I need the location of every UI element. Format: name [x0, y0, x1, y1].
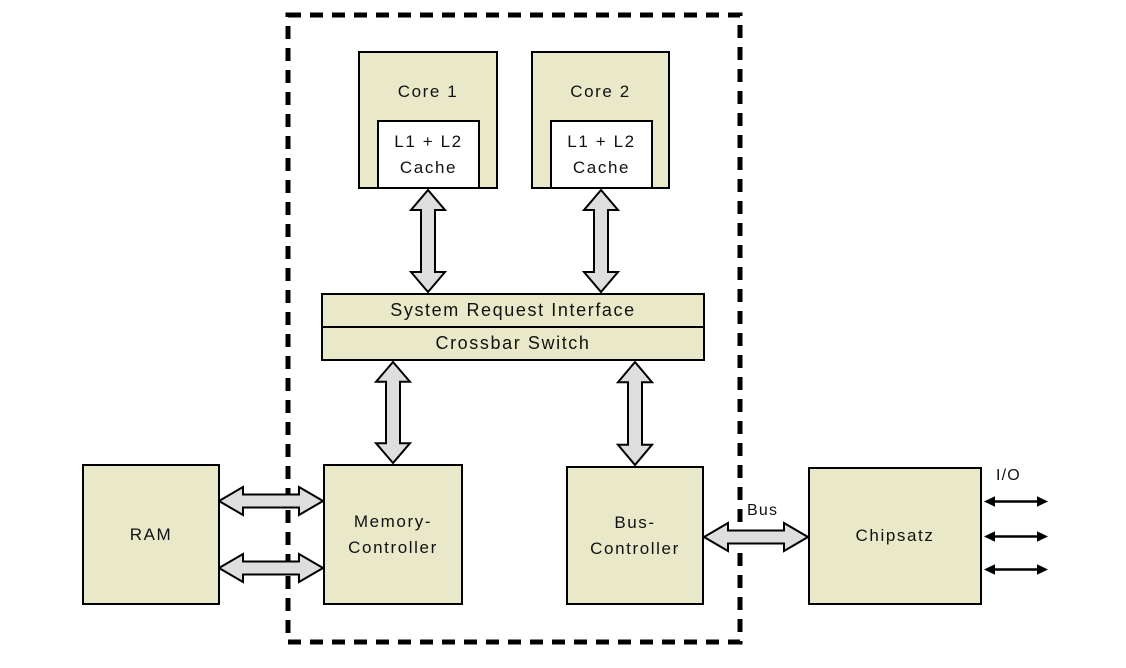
chipsatz-box: Chipsatz: [808, 467, 982, 605]
bus-label: Bus: [747, 502, 779, 519]
arrow-bus-controller-chipsatz-icon: [703, 520, 809, 554]
arrow-cache1-sri-icon: [408, 189, 448, 293]
bus-controller-box: Bus- Controller: [566, 466, 704, 605]
memory-controller-line1: Memory-: [353, 511, 433, 531]
cache2-line1: L1 + L2: [567, 131, 636, 151]
cpu-die-dashed-boundary: [285, 12, 743, 645]
ram-label: RAM: [129, 524, 173, 544]
system-request-interface-label: System Request Interface: [323, 295, 703, 328]
ram-box: RAM: [82, 464, 220, 605]
memory-controller-line2: Controller: [348, 537, 438, 557]
bus-controller-line1: Bus-: [614, 512, 656, 532]
cache2-box: L1 + L2 Cache: [550, 120, 653, 189]
sri-crossbar-bar: System Request Interface Crossbar Switch: [321, 293, 705, 361]
bus-controller-label: Bus- Controller: [590, 510, 680, 562]
memory-controller-label: Memory- Controller: [348, 509, 438, 561]
arrow-crossbar-bus-controller-icon: [615, 361, 655, 466]
crossbar-switch-label: Crossbar Switch: [435, 333, 591, 353]
core1-label: Core 1: [397, 82, 459, 101]
arrow-chipsatz-io-3-icon: [984, 563, 1048, 576]
cache1-line1: L1 + L2: [394, 131, 463, 151]
arrow-cache2-sri-icon: [581, 189, 621, 293]
arrow-chipsatz-io-2-icon: [984, 530, 1048, 543]
chipsatz-label: Chipsatz: [855, 526, 935, 545]
bus-controller-line2: Controller: [590, 538, 680, 558]
cache1-line2: Cache: [399, 157, 458, 177]
io-label: I/O: [996, 467, 1021, 484]
arrow-crossbar-memory-controller-icon: [373, 361, 413, 464]
core2-label: Core 2: [570, 82, 631, 101]
cache1-box: L1 + L2 Cache: [377, 120, 480, 189]
arrow-ram-memory-controller-2-icon: [218, 551, 324, 585]
cache2-label: L1 + L2 Cache: [567, 129, 635, 181]
arrow-chipsatz-io-1-icon: [984, 495, 1048, 508]
arrow-ram-memory-controller-1-icon: [218, 484, 324, 518]
cache1-label: L1 + L2 Cache: [394, 129, 462, 181]
memory-controller-box: Memory- Controller: [323, 464, 463, 605]
cache2-line2: Cache: [572, 157, 631, 177]
